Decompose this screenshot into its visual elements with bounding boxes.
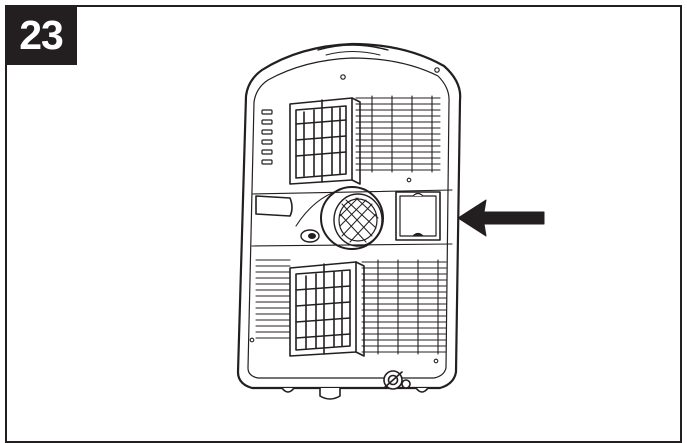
brand-logo-oval <box>300 229 320 243</box>
side-handle <box>255 195 293 217</box>
arrow-icon <box>457 199 545 237</box>
step-number-badge: 23 <box>5 5 77 65</box>
upper-filter-door <box>289 97 361 185</box>
base-casters <box>253 387 439 400</box>
lower-side-slots <box>255 259 291 339</box>
upper-grille <box>355 95 441 173</box>
exhaust-port <box>320 186 384 250</box>
lower-filter-door <box>289 261 365 357</box>
top-handle-recess <box>317 44 389 51</box>
upper-side-slots <box>261 109 273 165</box>
drain-outlet <box>383 370 411 390</box>
lower-grille <box>361 259 447 355</box>
filter-cover-panel <box>395 191 441 241</box>
